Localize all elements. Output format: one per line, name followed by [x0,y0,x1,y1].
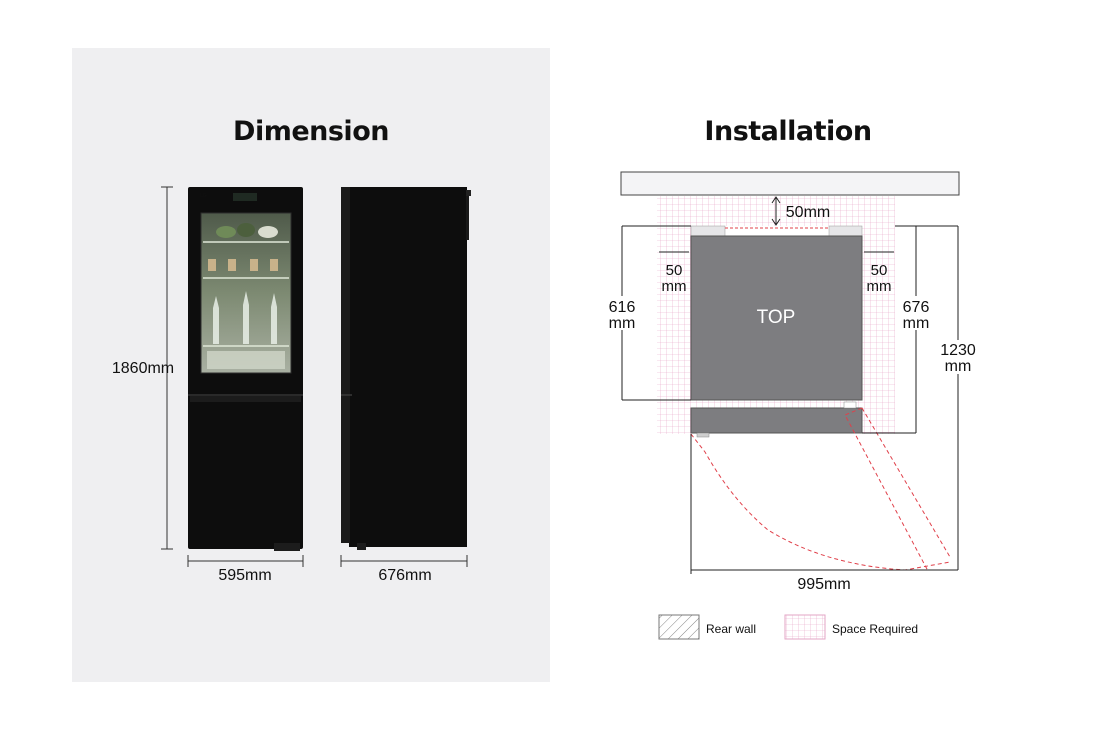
height-label: 1860mm [112,360,174,377]
fridge-side-view: 676mm [340,187,471,584]
fridge-front-view: LG 1860mm 595mm [112,186,304,584]
display-panel [233,193,257,201]
legend-label-space-required: Space Required [832,622,918,636]
body-depth-unit: mm [609,315,636,332]
legend-swatch-space-required [784,614,826,640]
width-label: 595mm [218,567,271,584]
body-depth-value: 616 [609,299,636,316]
total-depth-unit: mm [903,315,930,332]
right-gap-unit: mm [867,278,892,295]
door-open-depth-unit: mm [945,358,972,375]
rear-wall [620,171,960,196]
legend-swatch-rear-wall [658,614,700,640]
installation-diagram: TOP 50mm 50 mm 50 mm 616 mm [603,171,981,593]
dimension-panel [72,48,550,682]
fridge-door-top-view [690,407,863,434]
glass-door [200,212,292,374]
left-gap-value: 50 [666,262,683,279]
legend: Rear wall Space Required [658,614,918,640]
door-open-width-label: 995mm [797,576,850,593]
right-gap-value: 50 [871,262,888,279]
top-label: TOP [757,307,796,328]
top-gap-label: 50mm [786,204,830,221]
brand-logo: LG [200,193,207,199]
installation-title: Installation [704,116,872,147]
fridge-top-view [690,235,863,401]
total-depth-value: 676 [903,299,930,316]
left-gap-unit: mm [662,278,687,295]
dimension-title: Dimension [233,116,389,147]
depth-label: 676mm [378,567,431,584]
door-open-depth-value: 1230 [940,342,976,359]
legend-label-rear-wall: Rear wall [706,622,756,636]
